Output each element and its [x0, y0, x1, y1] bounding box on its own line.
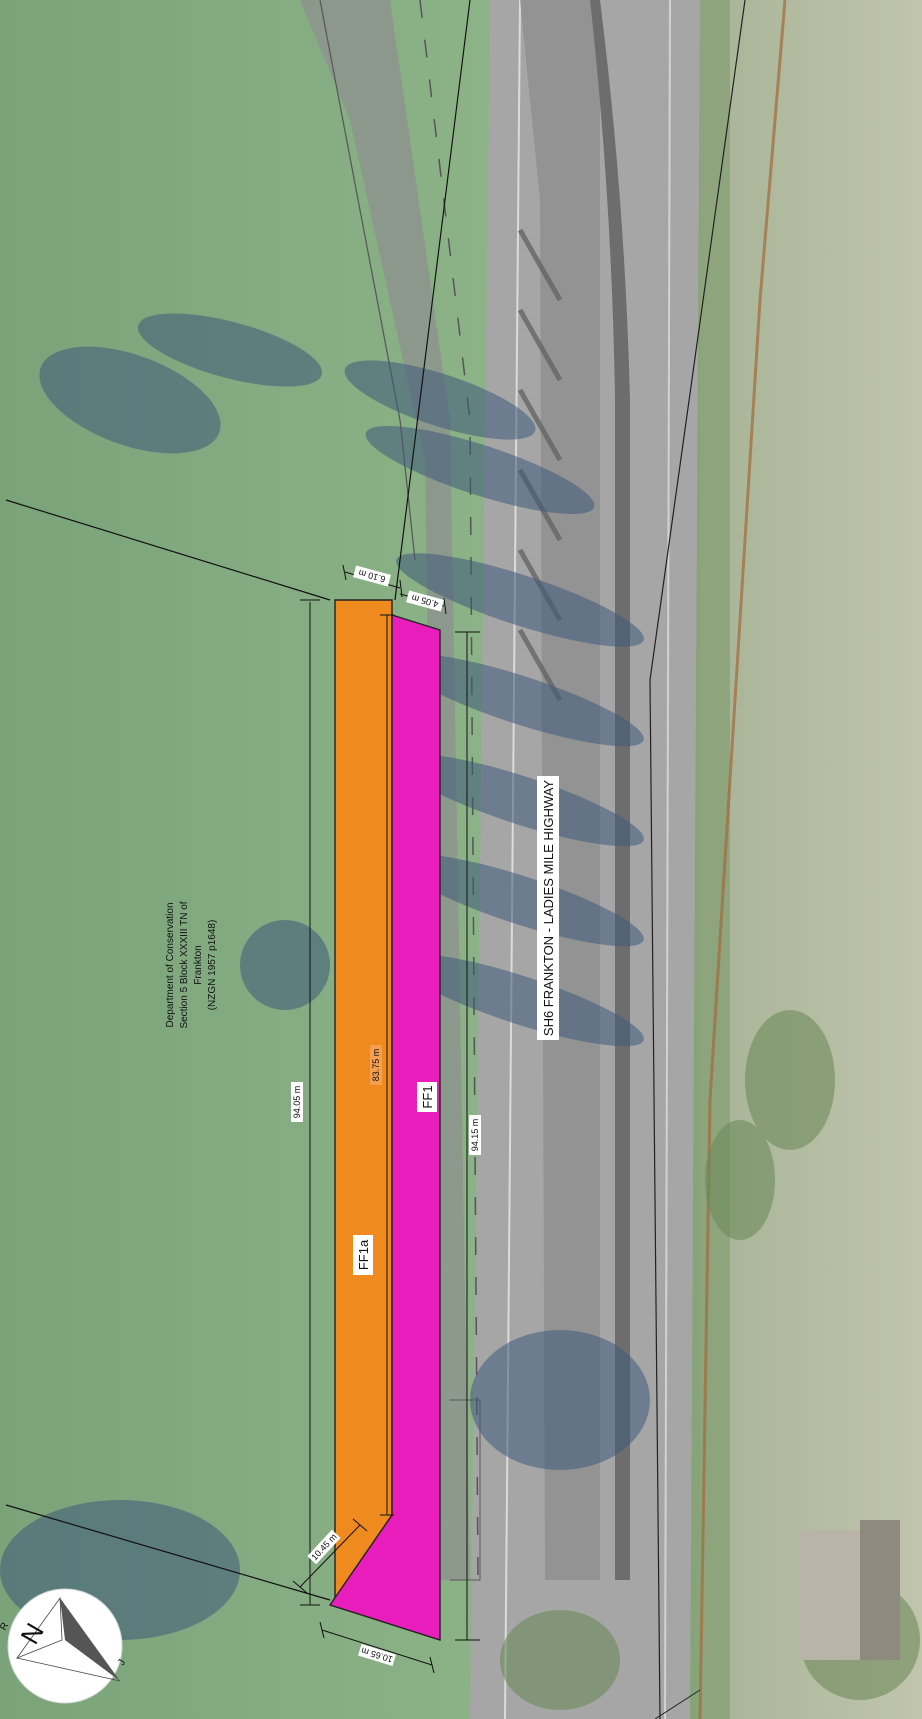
dimension-lines [292, 564, 480, 1674]
road-edge-right [664, 0, 671, 1719]
ff1a-label-text: FF1a [356, 1239, 371, 1270]
building-roof-edge [860, 1520, 900, 1660]
existing-boundary-diag [394, 0, 471, 601]
parcel-note-line3: Frankton [193, 945, 204, 984]
building-roof [800, 1530, 870, 1660]
svg-text:94.15 m: 94.15 m [470, 1119, 480, 1152]
east-verge [700, 0, 922, 1719]
ff1-label[interactable]: FF1 [417, 1082, 437, 1112]
boundary-line-east [649, 0, 746, 681]
proposed-road-outline [450, 1399, 481, 1581]
boundary-line-east-lower [649, 679, 661, 1719]
parcel-boundary-south [5, 1504, 331, 1601]
dim-label-9405: 94.05 m [291, 1082, 303, 1122]
parcel-note-line2: Section 5 Block XXXIII TN of [179, 901, 190, 1028]
road-name-label: SH6 FRANKTON - LADIES MILE HIGHWAY [537, 776, 559, 1040]
ff1a-label[interactable]: FF1a [353, 1235, 373, 1275]
svg-text:94.05 m: 94.05 m [292, 1086, 302, 1119]
parcel-note-line4: (NZGN 1957 p1648) [207, 920, 218, 1011]
dim-label-405: 4.05 m [406, 590, 444, 612]
tree-shadows [0, 313, 650, 1640]
slip-lane-centre [319, 0, 416, 561]
dim-label-9415: 94.15 m [469, 1115, 481, 1155]
parcel-boundary-north [5, 499, 331, 601]
svg-text:83.75 m: 83.75 m [371, 1049, 381, 1082]
north-mark-left: R [0, 1621, 11, 1633]
area-ff1[interactable] [328, 614, 441, 1641]
north-mark-right: J [116, 1658, 128, 1668]
boundary-line-south [654, 1689, 701, 1719]
north-arrow-needle [60, 1598, 120, 1681]
ff1-label-text: FF1 [420, 1085, 435, 1108]
north-arrow-needle-light [15, 1596, 63, 1659]
road-median [590, 0, 630, 1580]
area-ff1a[interactable] [334, 599, 393, 1608]
road-name-text: SH6 FRANKTON - LADIES MILE HIGHWAY [541, 780, 556, 1037]
parcel-note: Department of Conservation Section 5 Blo… [165, 901, 218, 1028]
east-boundary-fence [698, 0, 787, 1719]
parcel-note-line1: Department of Conservation [165, 902, 176, 1027]
north-arrow: N R J [0, 1588, 128, 1704]
dim-label-8375: 83.75 m [370, 1045, 382, 1085]
dim-label-610: 6.10 m [353, 565, 391, 587]
